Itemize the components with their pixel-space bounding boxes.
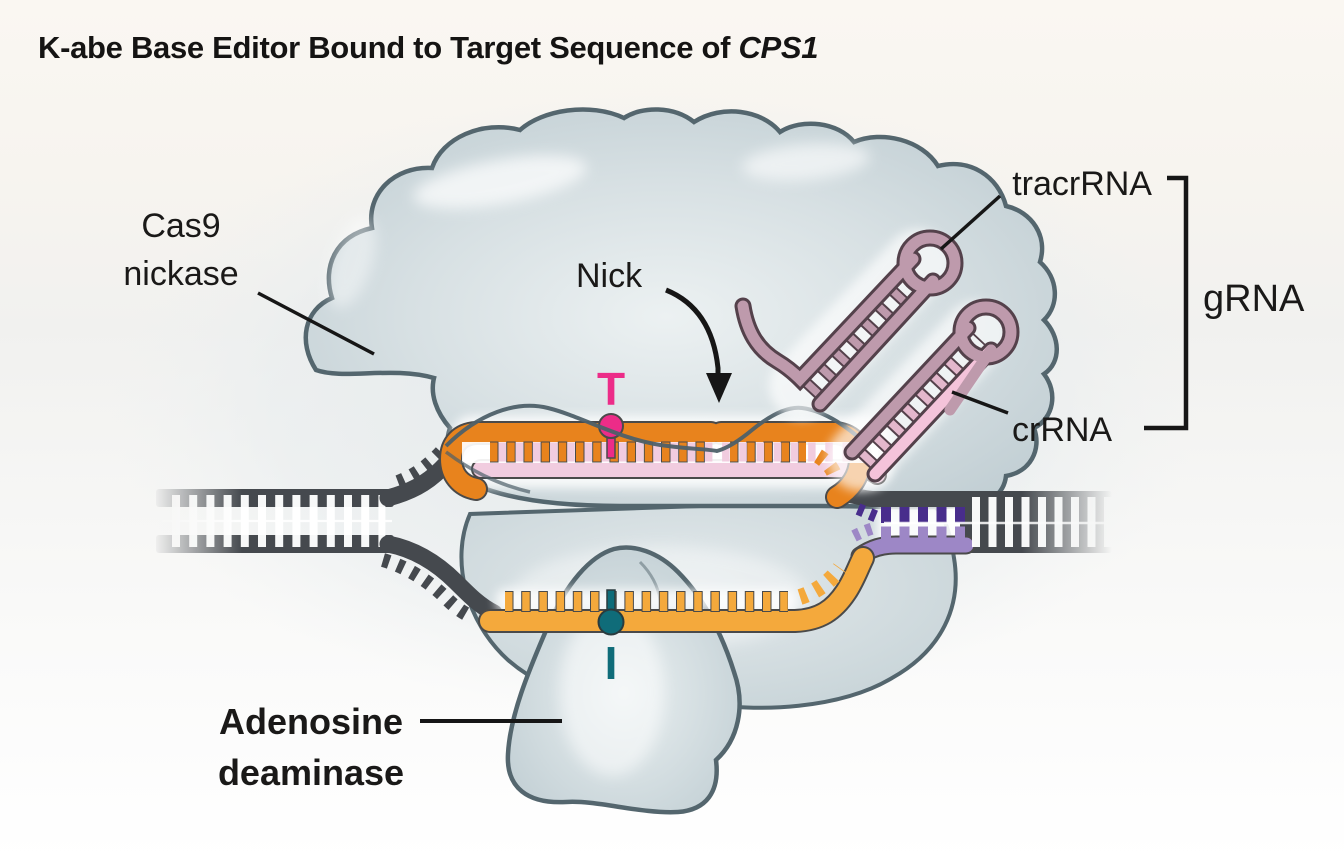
figure-title-text: K-abe Base Editor Bound to Target Sequen… [38,30,739,65]
cas9-label-line2: nickase [123,255,239,293]
annotation-lines [257,175,1189,723]
deaminase-label-line1: Adenosine [218,701,404,742]
crrna-label: crRNA [1012,411,1113,449]
cas9-nickase-label: Cas9 nickase [78,202,284,298]
pam-rungs [881,507,965,542]
tracrrna-pointer-line [939,194,1002,251]
deaminase-label-line2: deaminase [217,752,405,793]
tracrrna-hairpin [734,229,964,419]
crrna-hairpin [827,298,1020,491]
tracrrna-label: tracrRNA [1012,165,1152,203]
cas9-label-line1: Cas9 [141,207,221,245]
cas9-pointer-line [257,291,375,356]
edited-base-i-label: I [604,637,618,689]
grna-bracket [1144,175,1189,431]
dna-right-duplex [834,485,1112,566]
edited-base-t-label: T [596,363,626,415]
adenosine-deaminase-label: Adenosine deaminase [158,696,464,798]
nick-arrow [665,287,721,374]
nick-arrowhead [706,373,732,403]
inosine-pin [597,589,625,636]
nick-label: Nick [576,257,643,295]
grna-label: gRNA [1203,278,1305,320]
displaced-strand-amber [478,546,875,636]
crrna-pointer-line [951,390,1009,415]
dna-left-duplex [156,437,503,623]
figure-title: K-abe Base Editor Bound to Target Sequen… [38,30,819,66]
figure-title-gene: CPS1 [738,30,819,65]
rloop-duplex [438,403,892,509]
